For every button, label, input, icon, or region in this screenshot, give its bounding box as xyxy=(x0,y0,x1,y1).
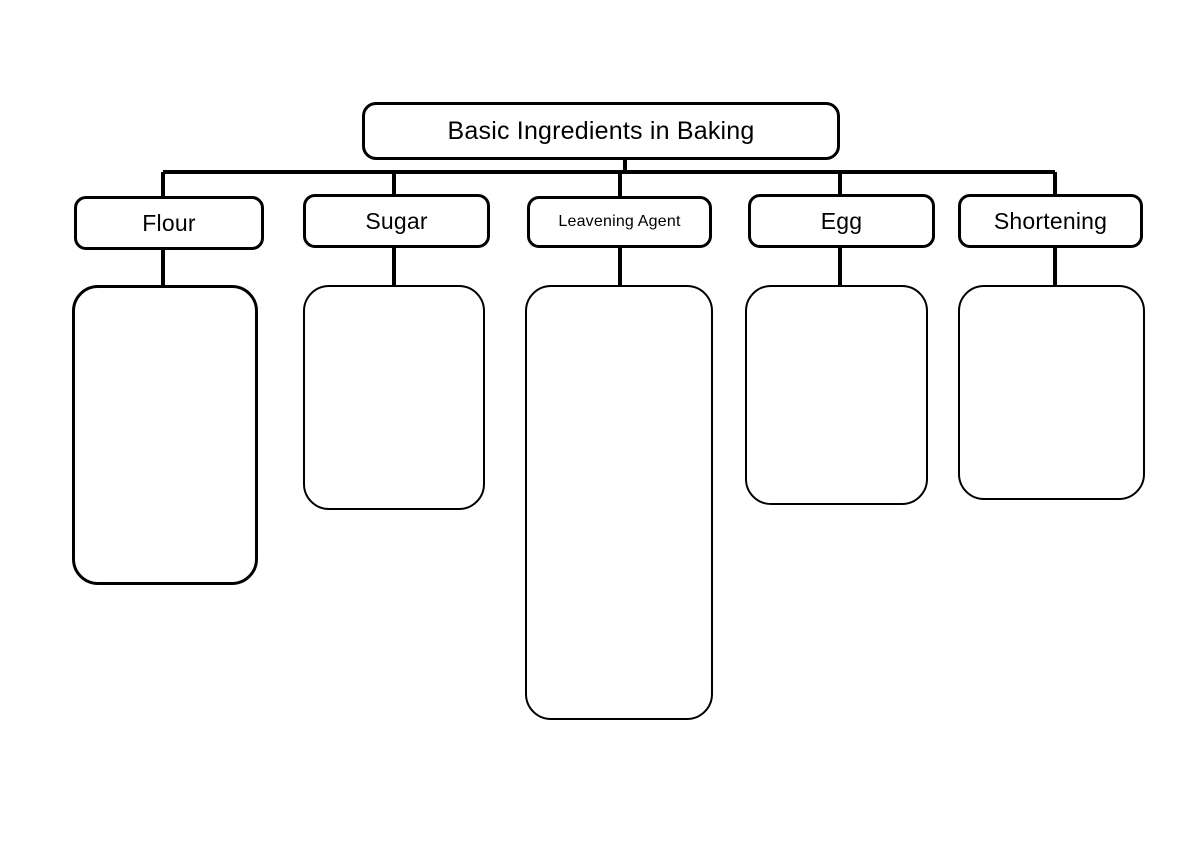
node-label-text-egg: Egg xyxy=(820,207,863,234)
node-label-flour[interactable]: Flour xyxy=(74,196,264,250)
node-label-text-shortening: Shortening xyxy=(993,207,1108,234)
content-box-shortening[interactable] xyxy=(958,285,1145,500)
node-label-text-leavening-agent: Leavening Agent xyxy=(558,212,681,230)
node-title-label: Basic Ingredients in Baking xyxy=(447,116,755,145)
content-box-sugar[interactable] xyxy=(303,285,485,510)
content-box-flour[interactable] xyxy=(72,285,258,585)
node-label-sugar[interactable]: Sugar xyxy=(303,194,490,248)
node-label-shortening[interactable]: Shortening xyxy=(958,194,1143,248)
node-label-text-sugar: Sugar xyxy=(365,207,428,234)
node-label-leavening-agent[interactable]: Leavening Agent xyxy=(527,196,712,248)
node-label-text-flour: Flour xyxy=(142,209,196,236)
node-title-basic-ingredients[interactable]: Basic Ingredients in Baking xyxy=(362,102,840,160)
content-box-leavening-agent[interactable] xyxy=(525,285,713,720)
content-box-egg[interactable] xyxy=(745,285,928,505)
node-label-egg[interactable]: Egg xyxy=(748,194,935,248)
